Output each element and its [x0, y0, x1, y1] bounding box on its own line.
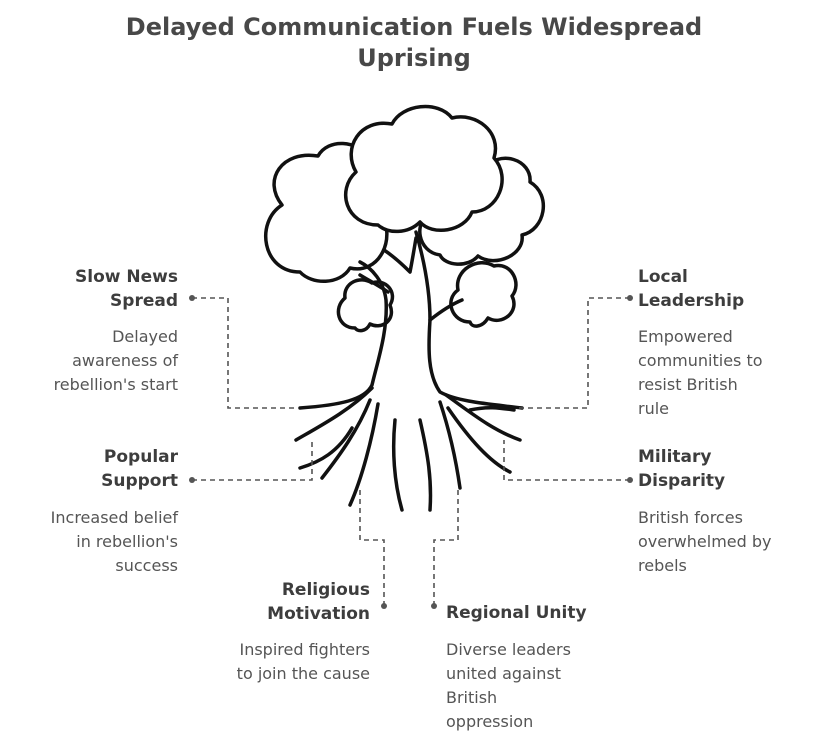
- military-disparity-description: British forces overwhelmed by rebels: [638, 508, 772, 575]
- regional-unity-heading: Regional Unity: [446, 603, 587, 623]
- local-leadership-heading: Local Leadership: [638, 267, 745, 311]
- connector-slow-news: [192, 297, 298, 409]
- root-7: [444, 393, 522, 442]
- title-line-2: Uprising: [357, 44, 471, 72]
- branch-right: [428, 298, 464, 322]
- diagram-title: Delayed Communication Fuels Widespread U…: [0, 12, 828, 74]
- title-line-1: Delayed Communication Fuels Widespread: [125, 13, 703, 41]
- root-4: [391, 418, 404, 512]
- connector-popular-support: [192, 440, 313, 481]
- slow-news-description: Delayed awareness of rebellion's start: [53, 327, 178, 394]
- connector-regional-unity: [433, 488, 459, 606]
- root-10: [468, 405, 516, 412]
- connector-military-disparity: [503, 440, 630, 481]
- root-1: [294, 386, 374, 442]
- canopy-top: [344, 104, 504, 234]
- canopy-small-left: [336, 278, 395, 333]
- trunk-right-edge: [414, 230, 524, 410]
- regional-unity-description: Diverse leaders united against British o…: [446, 640, 571, 731]
- trunk-inner-branch: [382, 236, 418, 274]
- local-leadership-description: Empowered communities to resist British …: [638, 327, 763, 418]
- military-disparity-heading: Military Disparity: [638, 447, 726, 491]
- branch-left: [358, 273, 390, 294]
- root-9: [298, 426, 354, 470]
- root-5: [418, 418, 433, 512]
- popular-support-description: Increased belief in rebellion's success: [50, 508, 178, 575]
- trunk-left-edge: [298, 260, 389, 410]
- religious-motivation-description: Inspired fighters to join the cause: [236, 640, 370, 683]
- popular-support-heading: Popular Support: [101, 447, 178, 491]
- root-3: [348, 402, 380, 507]
- canopy-small-right: [449, 260, 518, 328]
- religious-motivation-heading: Religious Motivation: [267, 580, 370, 624]
- root-6: [438, 400, 462, 490]
- slow-news-heading: Slow News Spread: [75, 267, 178, 311]
- root-2: [320, 398, 372, 480]
- connector-local-leadership: [516, 297, 630, 409]
